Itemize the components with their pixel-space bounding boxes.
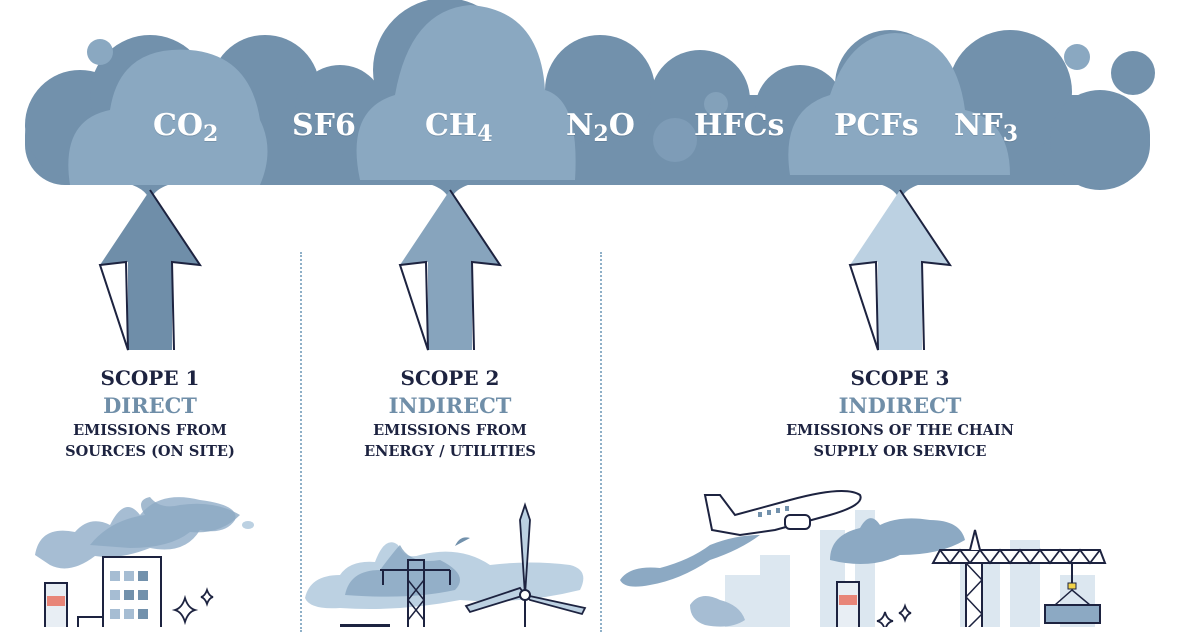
scope-description: ENERGY / UTILITIES [364,443,536,460]
power-line-wind-turbine-icon [305,502,587,627]
gas-label-co2: CO2 [153,108,219,147]
scope-title: SCOPE 1 [100,366,200,390]
arrow-up-icon [398,189,503,351]
divider [600,252,602,632]
gas-label-pcfs: PCFs [834,108,919,143]
scope-kind: INDIRECT [388,393,512,418]
gas-label-hfcs: HFCs [694,108,785,143]
scope-description: EMISSIONS OF THE CHAIN [786,422,1014,439]
gas-label-ch4: CH4 [425,108,493,147]
scope-title: SCOPE 2 [400,366,500,390]
arrow-up-icon [98,189,203,351]
scope-kind: INDIRECT [838,393,962,418]
scope-title: SCOPE 3 [850,366,950,390]
divider [300,252,302,632]
scope-description: EMISSIONS FROM [73,422,227,439]
gas-label-n2o: N2O [566,108,635,147]
gas-label-nf3: NF3 [954,108,1019,147]
scope-kind: DIRECT [103,393,197,418]
scope-description: SOURCES (ON SITE) [65,443,235,460]
scope-2-block: SCOPE 2 INDIRECT EMISSIONS FROM ENERGY /… [290,364,610,462]
scope-3-block: SCOPE 3 INDIRECT EMISSIONS OF THE CHAIN … [740,364,1060,462]
scope-1-block: SCOPE 1 DIRECT EMISSIONS FROM SOURCES (O… [0,364,310,462]
airplane-city-crane-icon [620,490,1107,627]
arrow-up-icon [848,189,953,351]
gas-label-sf6: SF6 [292,108,356,143]
scope-description: EMISSIONS FROM [373,422,527,439]
scope-description: SUPPLY OR SERVICE [813,443,987,460]
factory-icon [35,497,254,627]
